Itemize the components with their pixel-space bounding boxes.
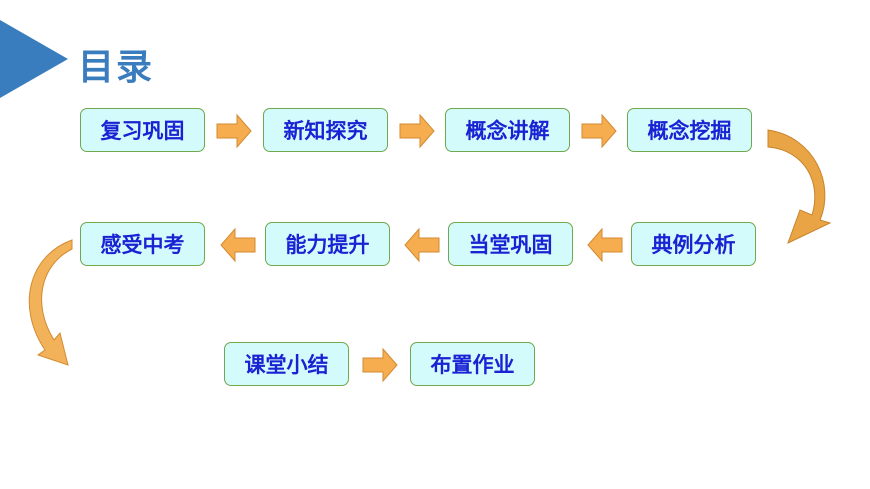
arrow-left-icon <box>404 227 440 263</box>
curved-arrow-down-icon <box>28 239 73 366</box>
page-title: 目录 <box>78 47 155 88</box>
step-homework[interactable]: 布置作业 <box>410 342 535 386</box>
step-examples[interactable]: 典例分析 <box>631 222 756 266</box>
title-triangle-icon <box>0 20 68 98</box>
step-ability[interactable]: 能力提升 <box>265 222 390 266</box>
step-concept-explain[interactable]: 概念讲解 <box>445 108 570 152</box>
step-review[interactable]: 复习巩固 <box>80 108 205 152</box>
step-exam[interactable]: 感受中考 <box>80 222 205 266</box>
step-new-knowledge[interactable]: 新知探究 <box>263 108 388 152</box>
arrow-right-icon <box>399 113 435 149</box>
curved-arrow-down-icon <box>767 129 832 244</box>
arrow-left-icon <box>587 227 623 263</box>
arrow-right-icon <box>362 347 398 383</box>
step-concept-dig[interactable]: 概念挖掘 <box>627 108 752 152</box>
step-summary[interactable]: 课堂小结 <box>224 342 349 386</box>
step-class-practice[interactable]: 当堂巩固 <box>448 222 573 266</box>
arrow-left-icon <box>220 227 256 263</box>
arrow-right-icon <box>216 113 252 149</box>
arrow-right-icon <box>581 113 617 149</box>
